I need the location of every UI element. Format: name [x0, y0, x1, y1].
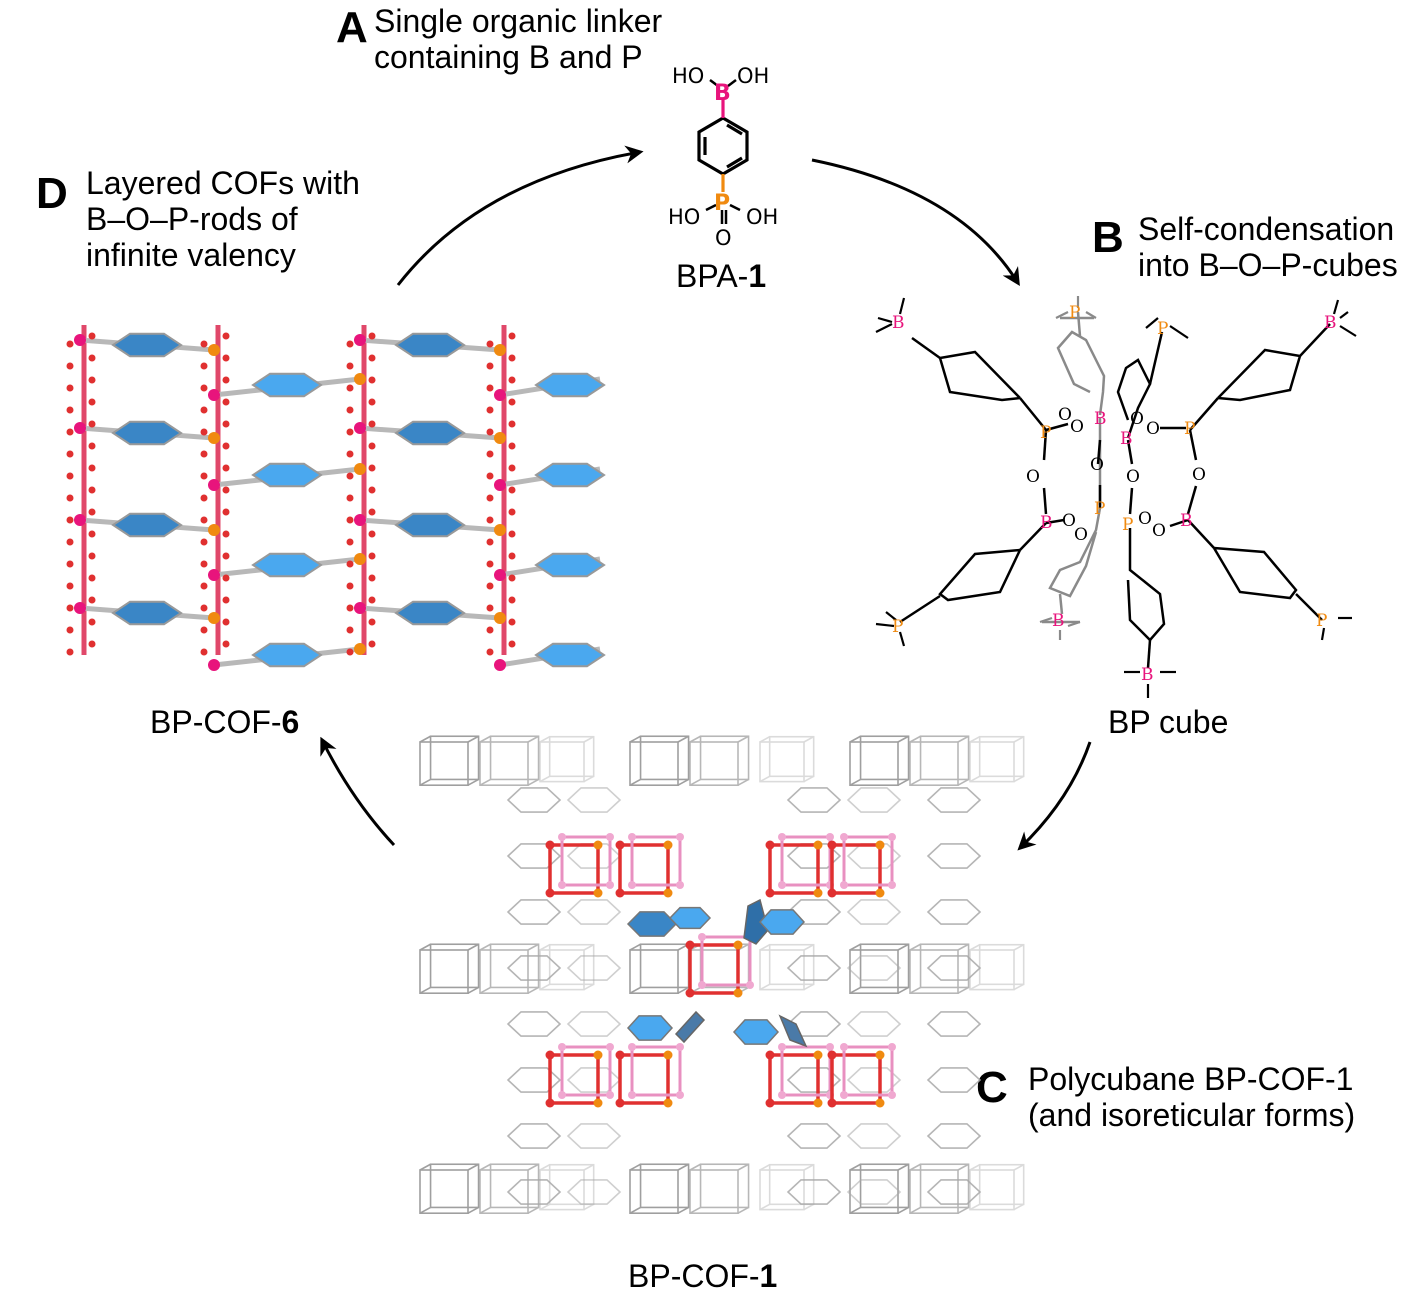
svg-text:B: B [1094, 409, 1107, 429]
svg-text:B: B [1120, 429, 1133, 449]
ho-p-label: HO [668, 205, 700, 229]
bp-cube-caption: BP cube [1108, 704, 1229, 740]
svg-text:O: O [1070, 417, 1084, 437]
panel-b-description: Self-condensation into B–O–P-cubes [1138, 211, 1398, 284]
phosphorus-label: P [714, 191, 730, 216]
panel-c-description: Polycubane BP-COF-1 (and isoreticular fo… [1028, 1061, 1356, 1134]
panel-d-description: Layered COFs with B–O–P-rods of infinite… [86, 165, 360, 273]
svg-text:B: B [1052, 611, 1065, 631]
panel-d-line-3: infinite valency [86, 236, 296, 273]
svg-text:P: P [1184, 419, 1195, 439]
svg-text:B: B [892, 313, 905, 333]
boron-label: B [714, 81, 731, 106]
oh-p-label: OH [746, 205, 778, 229]
cycle-arrows [320, 145, 1092, 851]
bp-cof-1-caption: BP-COF-1 [628, 1258, 778, 1294]
svg-text:P: P [1069, 303, 1080, 323]
svg-text:O: O [1026, 467, 1040, 487]
svg-text:O: O [1130, 409, 1144, 429]
svg-text:O: O [1126, 467, 1140, 487]
bp-cof-6-structure [66, 325, 606, 671]
arrow-d-to-a [396, 145, 644, 286]
panel-c-line-1: Polycubane BP-COF-1 [1028, 1061, 1354, 1097]
svg-text:B: B [1040, 513, 1053, 533]
bp-cube-structure: B B P P P P B B O O O O O O O O B B P P … [875, 296, 1357, 698]
panel-b-line-2: into B–O–P-cubes [1138, 246, 1398, 283]
ho-left-label: HO [672, 64, 704, 88]
svg-text:O: O [1062, 511, 1076, 531]
arrow-a-to-b [811, 158, 1020, 287]
bp-cof-6-caption: BP-COF-6 [150, 704, 300, 740]
bpa-caption: BPA-1 [676, 258, 767, 294]
svg-text:P: P [1040, 423, 1051, 443]
panel-c-letter: C [976, 1063, 1008, 1112]
panel-d-letter: D [36, 169, 68, 218]
svg-text:P: P [1316, 611, 1327, 631]
svg-text:B: B [1141, 665, 1154, 685]
panel-a-line-2: containing B and P [374, 38, 643, 75]
svg-text:O: O [1152, 521, 1166, 541]
panel-a-description: Single organic linker containing B and P [374, 3, 663, 76]
panel-a-line-1: Single organic linker [374, 3, 663, 39]
oh-right-label: OH [737, 64, 769, 88]
svg-text:P: P [1157, 319, 1168, 339]
svg-text:B: B [1324, 313, 1337, 333]
svg-text:O: O [1074, 525, 1088, 545]
svg-text:O: O [1090, 455, 1104, 475]
panel-d-line-2: B–O–P-rods of [86, 200, 298, 237]
svg-text:O: O [1058, 405, 1072, 425]
bp-cof-1-structure [419, 735, 1025, 1215]
svg-text:P: P [892, 617, 903, 637]
svg-text:P: P [1094, 499, 1105, 519]
oxygen-label: O [715, 226, 732, 250]
panel-c-line-2: (and isoreticular forms) [1028, 1096, 1356, 1133]
arrow-c-to-d [320, 736, 396, 847]
svg-text:O: O [1146, 419, 1160, 439]
bpa-1-molecule: HO OH B P HO OH O [668, 64, 778, 250]
svg-text:P: P [1122, 515, 1133, 535]
panel-b-line-1: Self-condensation [1138, 211, 1395, 247]
svg-text:O: O [1192, 465, 1206, 485]
svg-text:B: B [1180, 511, 1193, 531]
svg-text:O: O [1138, 509, 1152, 529]
panel-b-letter: B [1092, 213, 1124, 262]
panel-d-line-1: Layered COFs with [86, 165, 360, 201]
arrow-b-to-c [1017, 741, 1092, 851]
panel-a-letter: A [336, 3, 368, 52]
